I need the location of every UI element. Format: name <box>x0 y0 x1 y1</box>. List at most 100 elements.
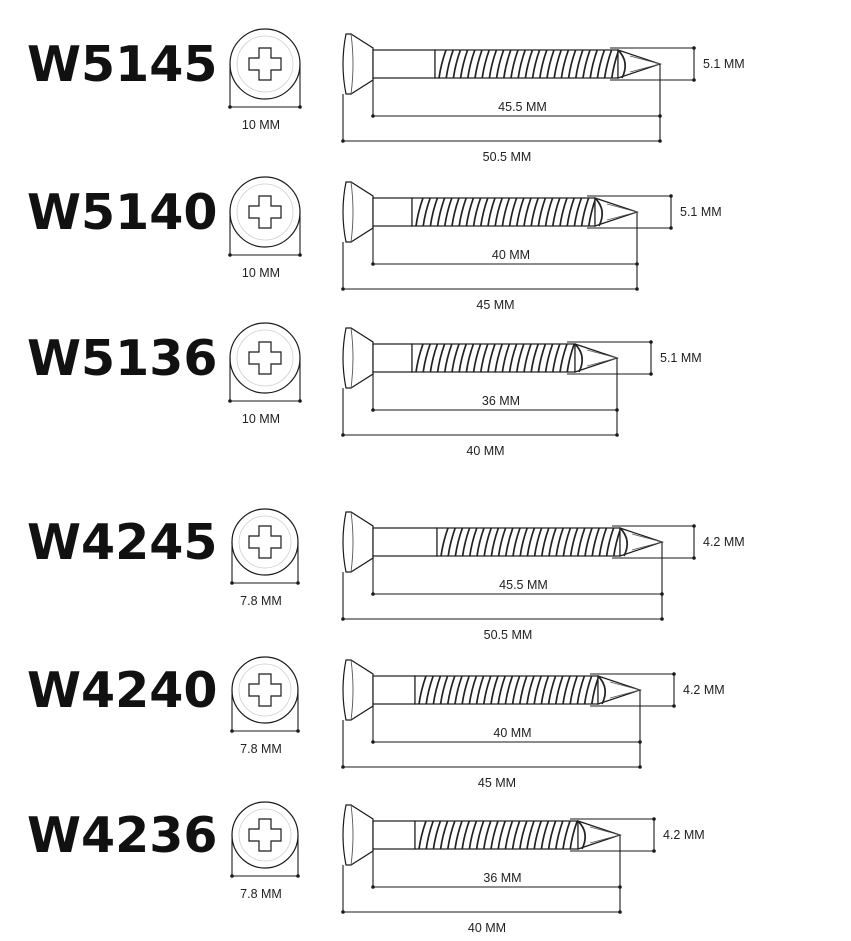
dimension-endpoint <box>298 399 302 403</box>
phillips-cross-icon <box>248 818 282 852</box>
thread-turn <box>526 527 536 557</box>
thread-diameter-dimension: 4.2 MM <box>570 817 705 853</box>
thread-turn <box>546 49 555 79</box>
thread-turn <box>603 49 613 79</box>
thread-turn <box>501 197 511 227</box>
thread-length-label: 45.5 MM <box>499 578 548 592</box>
head-diameter-label: 7.8 MM <box>240 594 282 608</box>
tip-flute <box>594 197 604 227</box>
thread-turn <box>544 343 554 373</box>
thread-turn <box>537 197 547 227</box>
thread-turn <box>475 675 485 705</box>
total-length-dimension: 50.5 MM <box>341 94 662 164</box>
dimension-endpoint <box>371 740 375 744</box>
thread-turn <box>495 49 505 79</box>
head-countersink-edge <box>350 327 354 389</box>
dimension-endpoint <box>669 194 673 198</box>
screw-head-side <box>342 327 374 389</box>
thread-diameter-dimension: 4.2 MM <box>590 672 725 708</box>
thread-length-label: 36 MM <box>483 871 521 885</box>
screw-side-view <box>342 511 664 573</box>
thread-turn <box>544 197 554 227</box>
thread-turn <box>490 527 500 557</box>
dimension-endpoint <box>298 253 302 257</box>
thread-turn <box>501 343 511 373</box>
thread-length-label: 40 MM <box>493 726 531 740</box>
thread-turn <box>504 820 514 850</box>
dimension-endpoint <box>341 433 345 437</box>
thread-turn <box>482 675 492 705</box>
total-length-label: 50.5 MM <box>484 628 533 642</box>
dimension-endpoint <box>652 817 656 821</box>
thread-turn <box>454 527 464 557</box>
thread-turn <box>559 197 568 227</box>
tip-flute <box>617 49 627 79</box>
thread-turn <box>524 49 534 79</box>
head-countersink-edge <box>350 33 354 95</box>
model-code: W5140 <box>27 184 217 241</box>
total-length-label: 40 MM <box>466 444 504 458</box>
thread-turn <box>560 49 570 79</box>
thread-turn <box>591 527 601 557</box>
thread-turn <box>510 49 519 79</box>
head-inner-ring <box>236 35 294 93</box>
thread-turn <box>533 675 543 705</box>
dimension-endpoint <box>296 581 300 585</box>
thread-turn <box>452 49 462 79</box>
thread-turn <box>517 49 527 79</box>
dimension-endpoint <box>652 849 656 853</box>
thread-turn <box>533 820 543 850</box>
total-length-label: 40 MM <box>468 921 506 935</box>
thread-turn <box>598 527 608 557</box>
model-code: W4240 <box>27 662 217 719</box>
thread-turn <box>451 343 460 373</box>
thread-turn <box>439 675 449 705</box>
thread-turn <box>415 343 424 373</box>
thread-turn <box>425 675 435 705</box>
thread-length-dimension: 45.5 MM <box>371 542 664 619</box>
thread-turn <box>443 343 453 373</box>
drill-tip <box>577 820 622 850</box>
dimension-endpoint <box>649 372 653 376</box>
thread-turn <box>432 820 442 850</box>
total-length-label: 45 MM <box>476 298 514 312</box>
total-length-label: 50.5 MM <box>483 150 532 164</box>
thread-turn <box>553 49 563 79</box>
head-diameter-label: 7.8 MM <box>240 742 282 756</box>
plain-shank <box>372 820 416 850</box>
thread-turn <box>511 820 521 850</box>
thread-turn <box>481 49 491 79</box>
thread-turn <box>562 820 571 850</box>
thread-turn <box>465 197 475 227</box>
dimension-endpoint <box>230 874 234 878</box>
thread-turn <box>540 527 550 557</box>
thread-turn <box>569 675 579 705</box>
thread-turn <box>446 820 456 850</box>
screw-head-side <box>342 511 374 573</box>
dimension-endpoint <box>371 408 375 412</box>
thread-turn <box>418 820 427 850</box>
thread-turn <box>488 49 498 79</box>
dimension-endpoint <box>228 399 232 403</box>
dimension-endpoint <box>341 617 345 621</box>
drill-tip <box>617 49 662 79</box>
dimension-endpoint <box>658 114 662 118</box>
plain-shank <box>372 527 438 557</box>
thread-turn <box>523 197 532 227</box>
dimension-endpoint <box>230 729 234 733</box>
thread-diameter-label: 4.2 MM <box>703 535 745 549</box>
thread-turn <box>497 820 507 850</box>
thread-turn <box>461 675 471 705</box>
thread-diameter-dimension: 4.2 MM <box>612 524 745 560</box>
head-countersink-edge <box>350 511 354 573</box>
dimension-endpoint <box>692 556 696 560</box>
thread-turn <box>523 343 532 373</box>
thread-turn <box>554 675 564 705</box>
dimension-endpoint <box>618 910 622 914</box>
thread-turn <box>415 197 424 227</box>
dimension-endpoint <box>371 885 375 889</box>
drill-tip <box>597 675 642 705</box>
thread-turn <box>580 197 590 227</box>
